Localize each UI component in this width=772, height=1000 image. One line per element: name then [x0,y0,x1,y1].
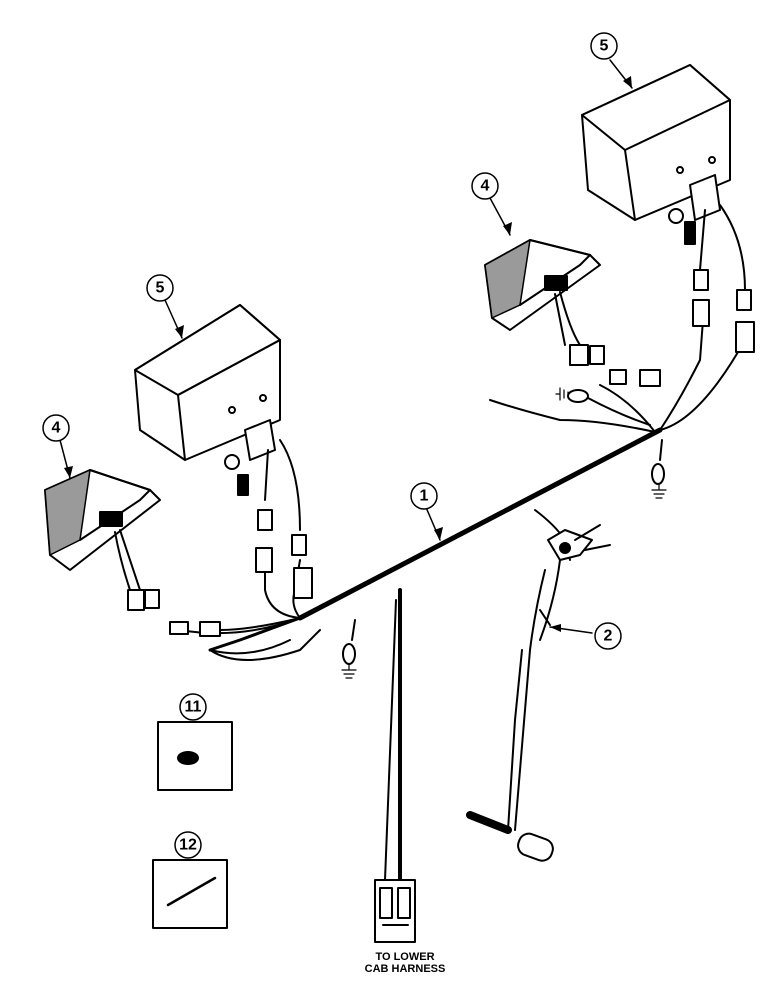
callout-cable-tie: 12 [179,837,197,854]
callout-grommet: 11 [185,699,202,716]
cable-tie-inset [152,859,228,929]
caption-line-2: CAB HARNESS [364,963,446,975]
lower-cab-harness-caption: TO LOWER CAB HARNESS [330,951,480,975]
callout-marker-lamp-left: 4 [52,420,61,437]
flood-lamp-right [581,64,755,353]
callout-flood-lamp-left: 5 [156,280,165,297]
grommet-inset [157,721,233,791]
caption-line-1: TO LOWER [375,951,435,963]
callout-harness: 1 [420,488,429,505]
flood-lamp-left [134,304,313,599]
ground-strap [466,509,611,862]
ground-symbol-icon [651,483,667,499]
ground-terminal-right [651,439,665,485]
marker-lamp-right [484,239,661,387]
ground-symbol-icon [341,663,357,679]
callout-marker-lamp-right: 4 [481,178,490,195]
ground-symbol-icon [555,387,569,401]
lower-cab-connector [374,879,416,943]
main-harness [179,319,746,882]
callout-ground-strap: 2 [604,628,613,645]
callout-flood-lamp-right: 5 [600,38,609,55]
marker-lamp-left [44,469,221,637]
ground-terminal-left [342,619,356,665]
